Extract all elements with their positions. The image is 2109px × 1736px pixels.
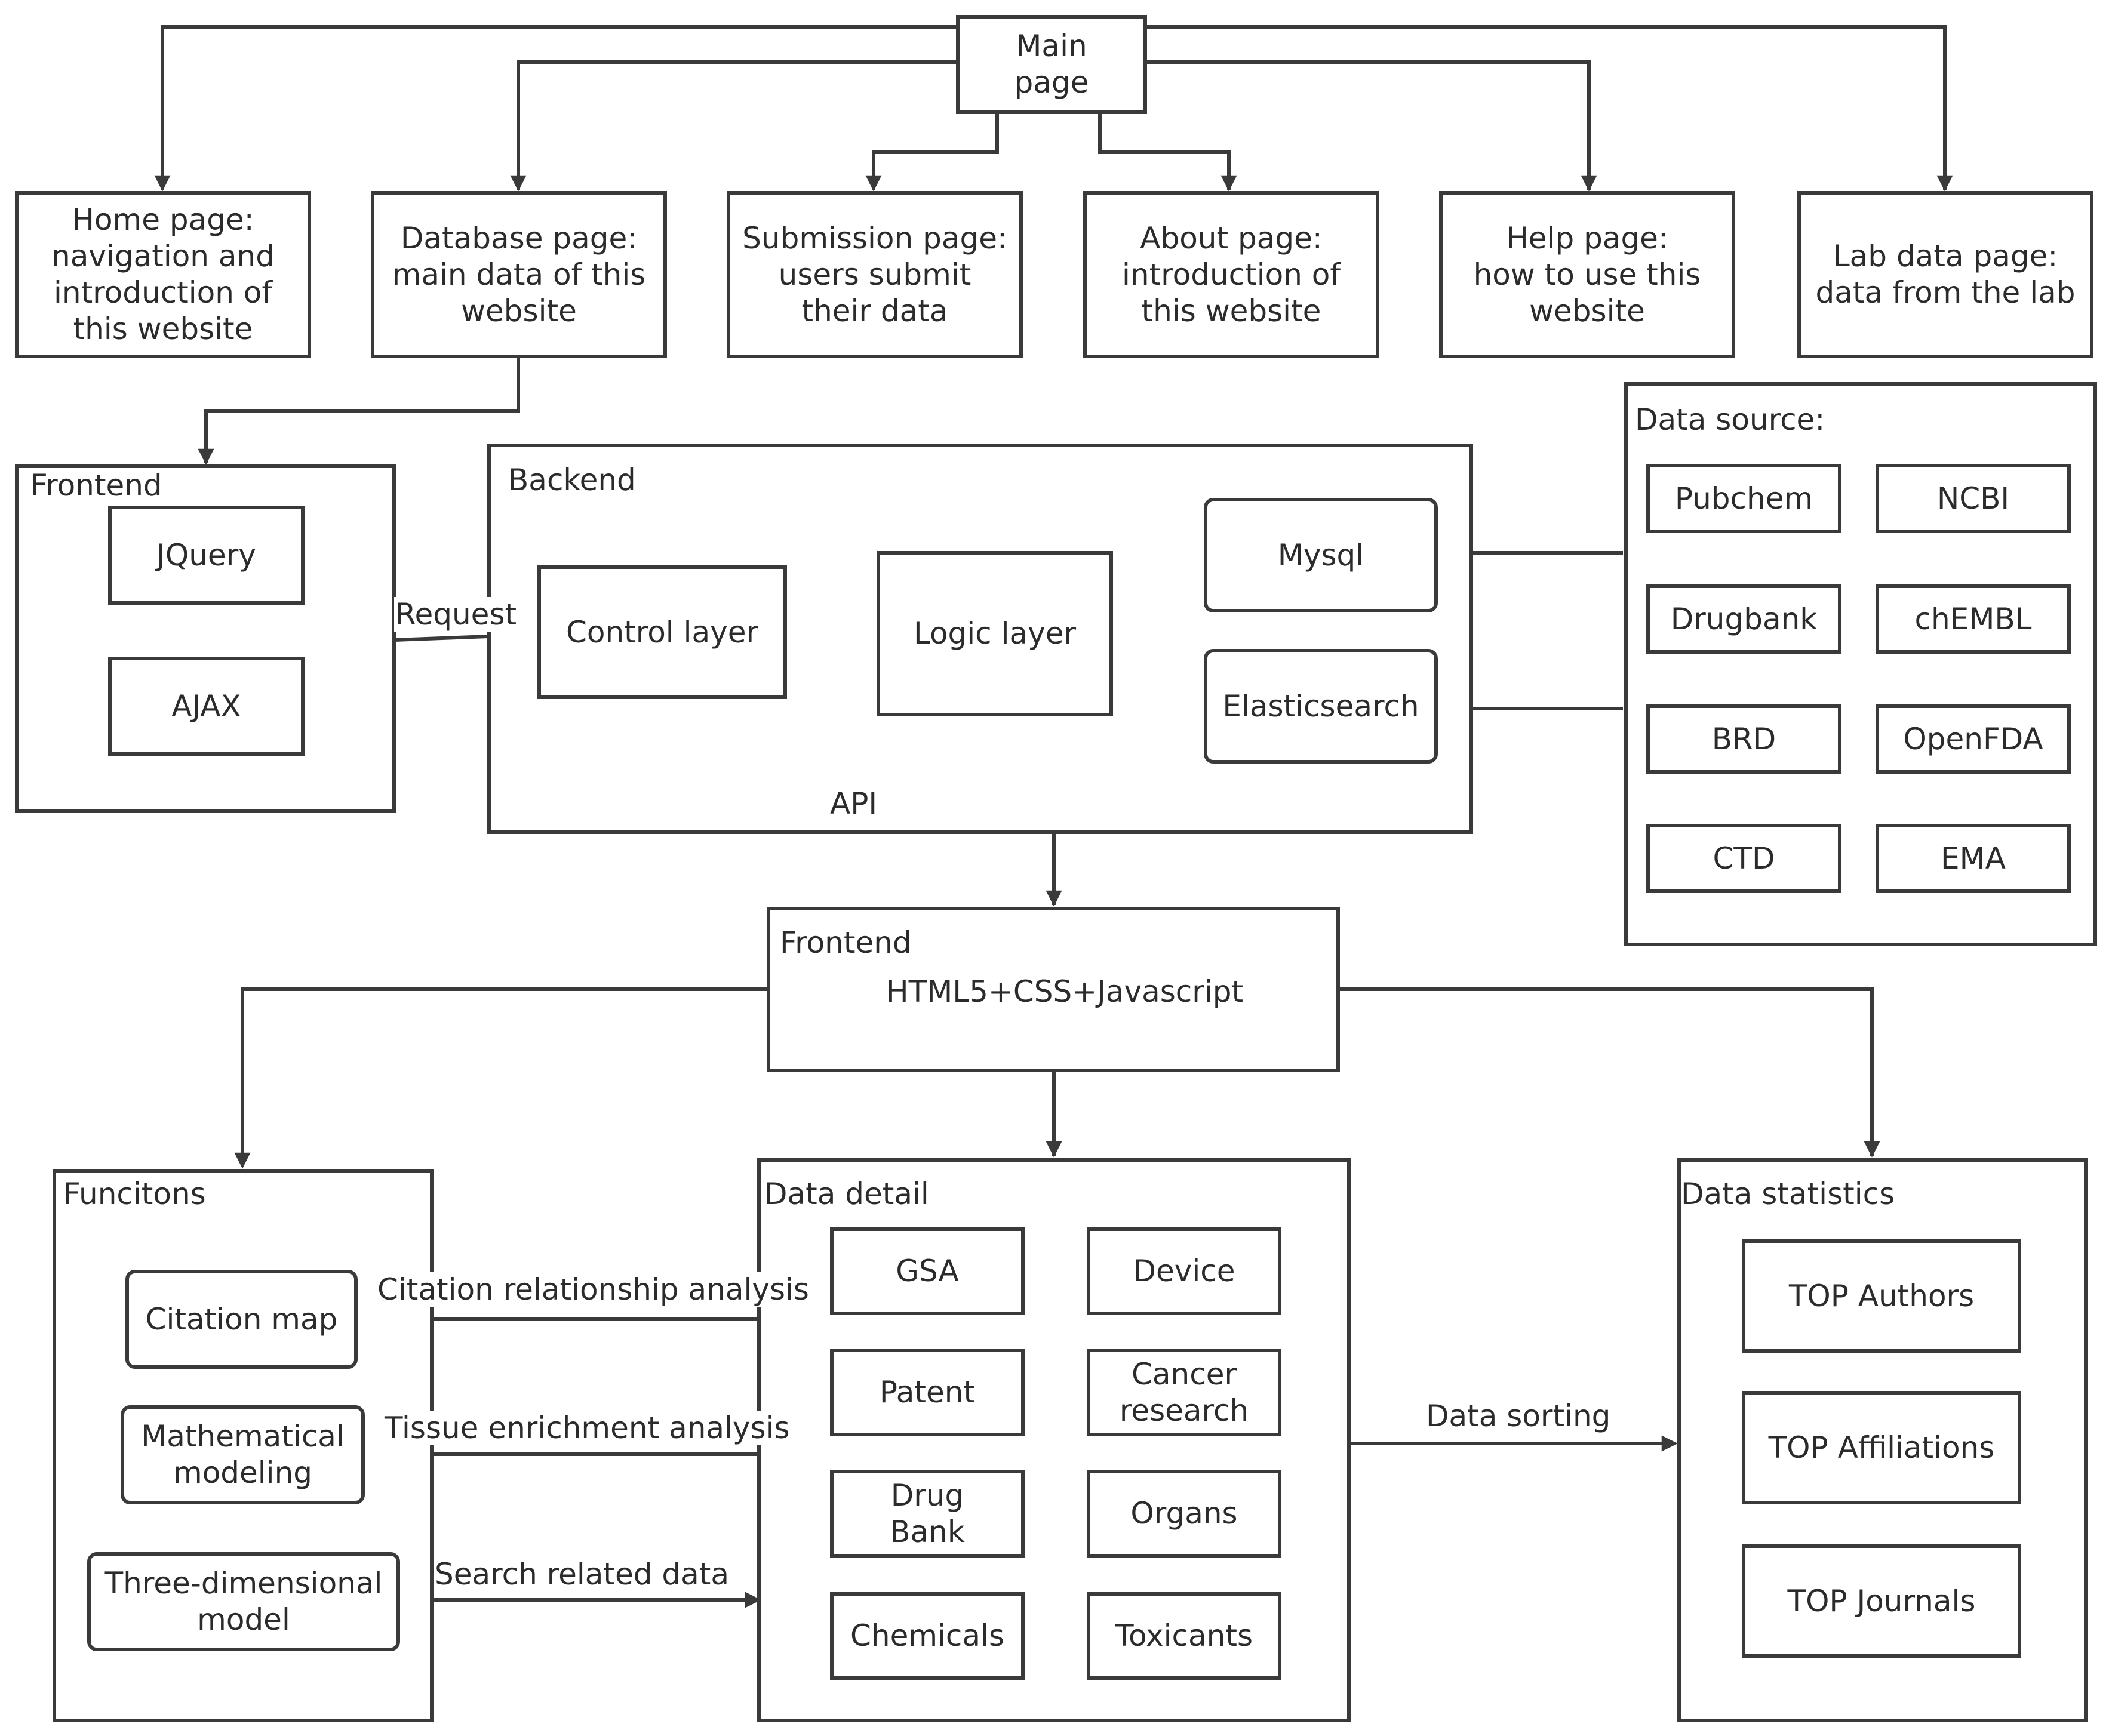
source-brd-label: BRD: [1711, 721, 1776, 756]
ajax-node: AJAX: [108, 657, 305, 756]
top-affiliations-node: TOP Affiliations: [1742, 1391, 2021, 1504]
detail-chemicals-label: Chemicals: [850, 1618, 1005, 1653]
logic-layer-node: Logic layer: [877, 551, 1113, 716]
submission-page-label: Submission page: users submit their data: [742, 220, 1007, 328]
sorting-edge-label: Data sorting: [1426, 1399, 1611, 1433]
detail-organs: Organs: [1087, 1470, 1281, 1558]
frontend-group-title: Frontend: [30, 468, 162, 503]
source-ncbi: NCBI: [1876, 464, 2071, 533]
three-dimensional-model-label: Three-dimensional model: [104, 1566, 383, 1637]
logic-layer-label: Logic layer: [913, 616, 1077, 651]
backend-group-title: Backend: [508, 463, 636, 497]
source-drugbank-label: Drugbank: [1670, 601, 1818, 636]
edge-database-frontend: [198, 358, 520, 465]
data-source-title: Data source:: [1635, 402, 1825, 437]
api-edge-label: API: [829, 786, 879, 821]
about-page-node: About page: introduction of this website: [1083, 191, 1379, 358]
control-layer-node: Control layer: [537, 565, 787, 699]
top-affiliations-label: TOP Affiliations: [1768, 1430, 1995, 1465]
frontend-tech-stack: HTML5+CSS+Javascript: [886, 974, 1244, 1009]
mysql-label: Mysql: [1277, 537, 1364, 572]
edge-main-lab: [1146, 25, 1953, 192]
source-openfda: OpenFDA: [1876, 704, 2071, 774]
source-chembl-label: chEMBL: [1914, 601, 2032, 636]
detail-toxicants-label: Toxicants: [1115, 1618, 1253, 1653]
frontend-tech-title: Frontend: [780, 925, 912, 960]
source-ema: EMA: [1876, 824, 2071, 893]
edge-main-submission: [865, 113, 999, 192]
three-dimensional-model-node: Three-dimensional model: [87, 1552, 400, 1651]
detail-drug-bank: Drug Bank: [830, 1470, 1025, 1558]
lab-data-page-label: Lab data page: data from the lab: [1815, 239, 2076, 310]
search-edge-label: Search related data: [434, 1557, 731, 1592]
source-pubchem-label: Pubchem: [1674, 481, 1813, 516]
database-page-node: Database page: main data of this website: [371, 191, 667, 358]
jquery-label: JQuery: [156, 537, 256, 572]
request-edge-label: Request: [394, 597, 518, 632]
help-page-label: Help page: how to use this website: [1473, 220, 1701, 328]
control-layer-label: Control layer: [565, 614, 759, 650]
main-page-node: Main page: [956, 15, 1147, 114]
data-detail-title: Data detail: [764, 1177, 929, 1211]
functions-title: Funcitons: [63, 1177, 206, 1211]
top-authors-node: TOP Authors: [1742, 1239, 2021, 1353]
source-drugbank: Drugbank: [1646, 584, 1841, 654]
home-page-label: Home page: navigation and introduction o…: [51, 202, 275, 346]
detail-device-label: Device: [1133, 1254, 1235, 1288]
database-page-label: Database page: main data of this website: [392, 220, 646, 328]
top-journals-label: TOP Journals: [1787, 1583, 1976, 1618]
mathematical-modeling-node: Mathematical modeling: [121, 1405, 365, 1504]
source-ema-label: EMA: [1941, 841, 2006, 876]
source-ncbi-label: NCBI: [1936, 481, 2010, 516]
detail-gsa: GSA: [830, 1227, 1025, 1315]
tissue-edge-label: Tissue enrichment analysis: [383, 1411, 791, 1445]
source-brd: BRD: [1646, 704, 1841, 774]
edge-frontend-functions: [234, 987, 767, 1169]
citation-map-node: Citation map: [125, 1270, 358, 1369]
edge-main-home: [154, 25, 956, 192]
detail-device: Device: [1087, 1227, 1281, 1315]
elasticsearch-label: Elasticsearch: [1222, 688, 1419, 724]
detail-cancer-research: Cancer research: [1087, 1349, 1281, 1436]
main-page-label: Main page: [1014, 29, 1089, 100]
source-openfda-label: OpenFDA: [1903, 721, 2043, 756]
mysql-node: Mysql: [1204, 498, 1438, 612]
home-page-node: Home page: navigation and introduction o…: [15, 191, 311, 358]
frontend-tech-node: Frontend HTML5+CSS+Javascript: [767, 907, 1340, 1072]
data-statistics-title: Data statistics: [1681, 1177, 1895, 1211]
source-ctd: CTD: [1646, 824, 1841, 893]
detail-drug-bank-label: Drug Bank: [890, 1478, 965, 1549]
source-ctd-label: CTD: [1713, 841, 1775, 876]
submission-page-node: Submission page: users submit their data: [727, 191, 1023, 358]
citation-map-label: Citation map: [145, 1301, 338, 1337]
edge-main-database: [510, 60, 956, 192]
detail-toxicants: Toxicants: [1087, 1592, 1281, 1680]
top-authors-label: TOP Authors: [1788, 1278, 1975, 1313]
help-page-node: Help page: how to use this website: [1439, 191, 1735, 358]
top-journals-node: TOP Journals: [1742, 1544, 2021, 1658]
edge-main-about: [1098, 113, 1237, 192]
detail-patent-label: Patent: [879, 1375, 976, 1409]
jquery-node: JQuery: [108, 506, 305, 605]
lab-data-page-node: Lab data page: data from the lab: [1797, 191, 2093, 358]
elasticsearch-node: Elasticsearch: [1204, 649, 1438, 764]
detail-organs-label: Organs: [1130, 1496, 1238, 1531]
detail-chemicals: Chemicals: [830, 1592, 1025, 1680]
detail-patent: Patent: [830, 1349, 1025, 1436]
mathematical-modeling-label: Mathematical modeling: [141, 1419, 345, 1490]
citation-edge-label: Citation relationship analysis: [376, 1272, 810, 1307]
ajax-label: AJAX: [171, 688, 241, 724]
source-chembl: chEMBL: [1876, 584, 2071, 654]
source-pubchem: Pubchem: [1646, 464, 1841, 533]
detail-gsa-label: GSA: [896, 1254, 959, 1288]
edge-frontend-stats: [1338, 987, 1880, 1158]
edge-main-help: [1146, 60, 1597, 192]
detail-cancer-research-label: Cancer research: [1119, 1356, 1249, 1428]
about-page-label: About page: introduction of this website: [1121, 220, 1341, 328]
